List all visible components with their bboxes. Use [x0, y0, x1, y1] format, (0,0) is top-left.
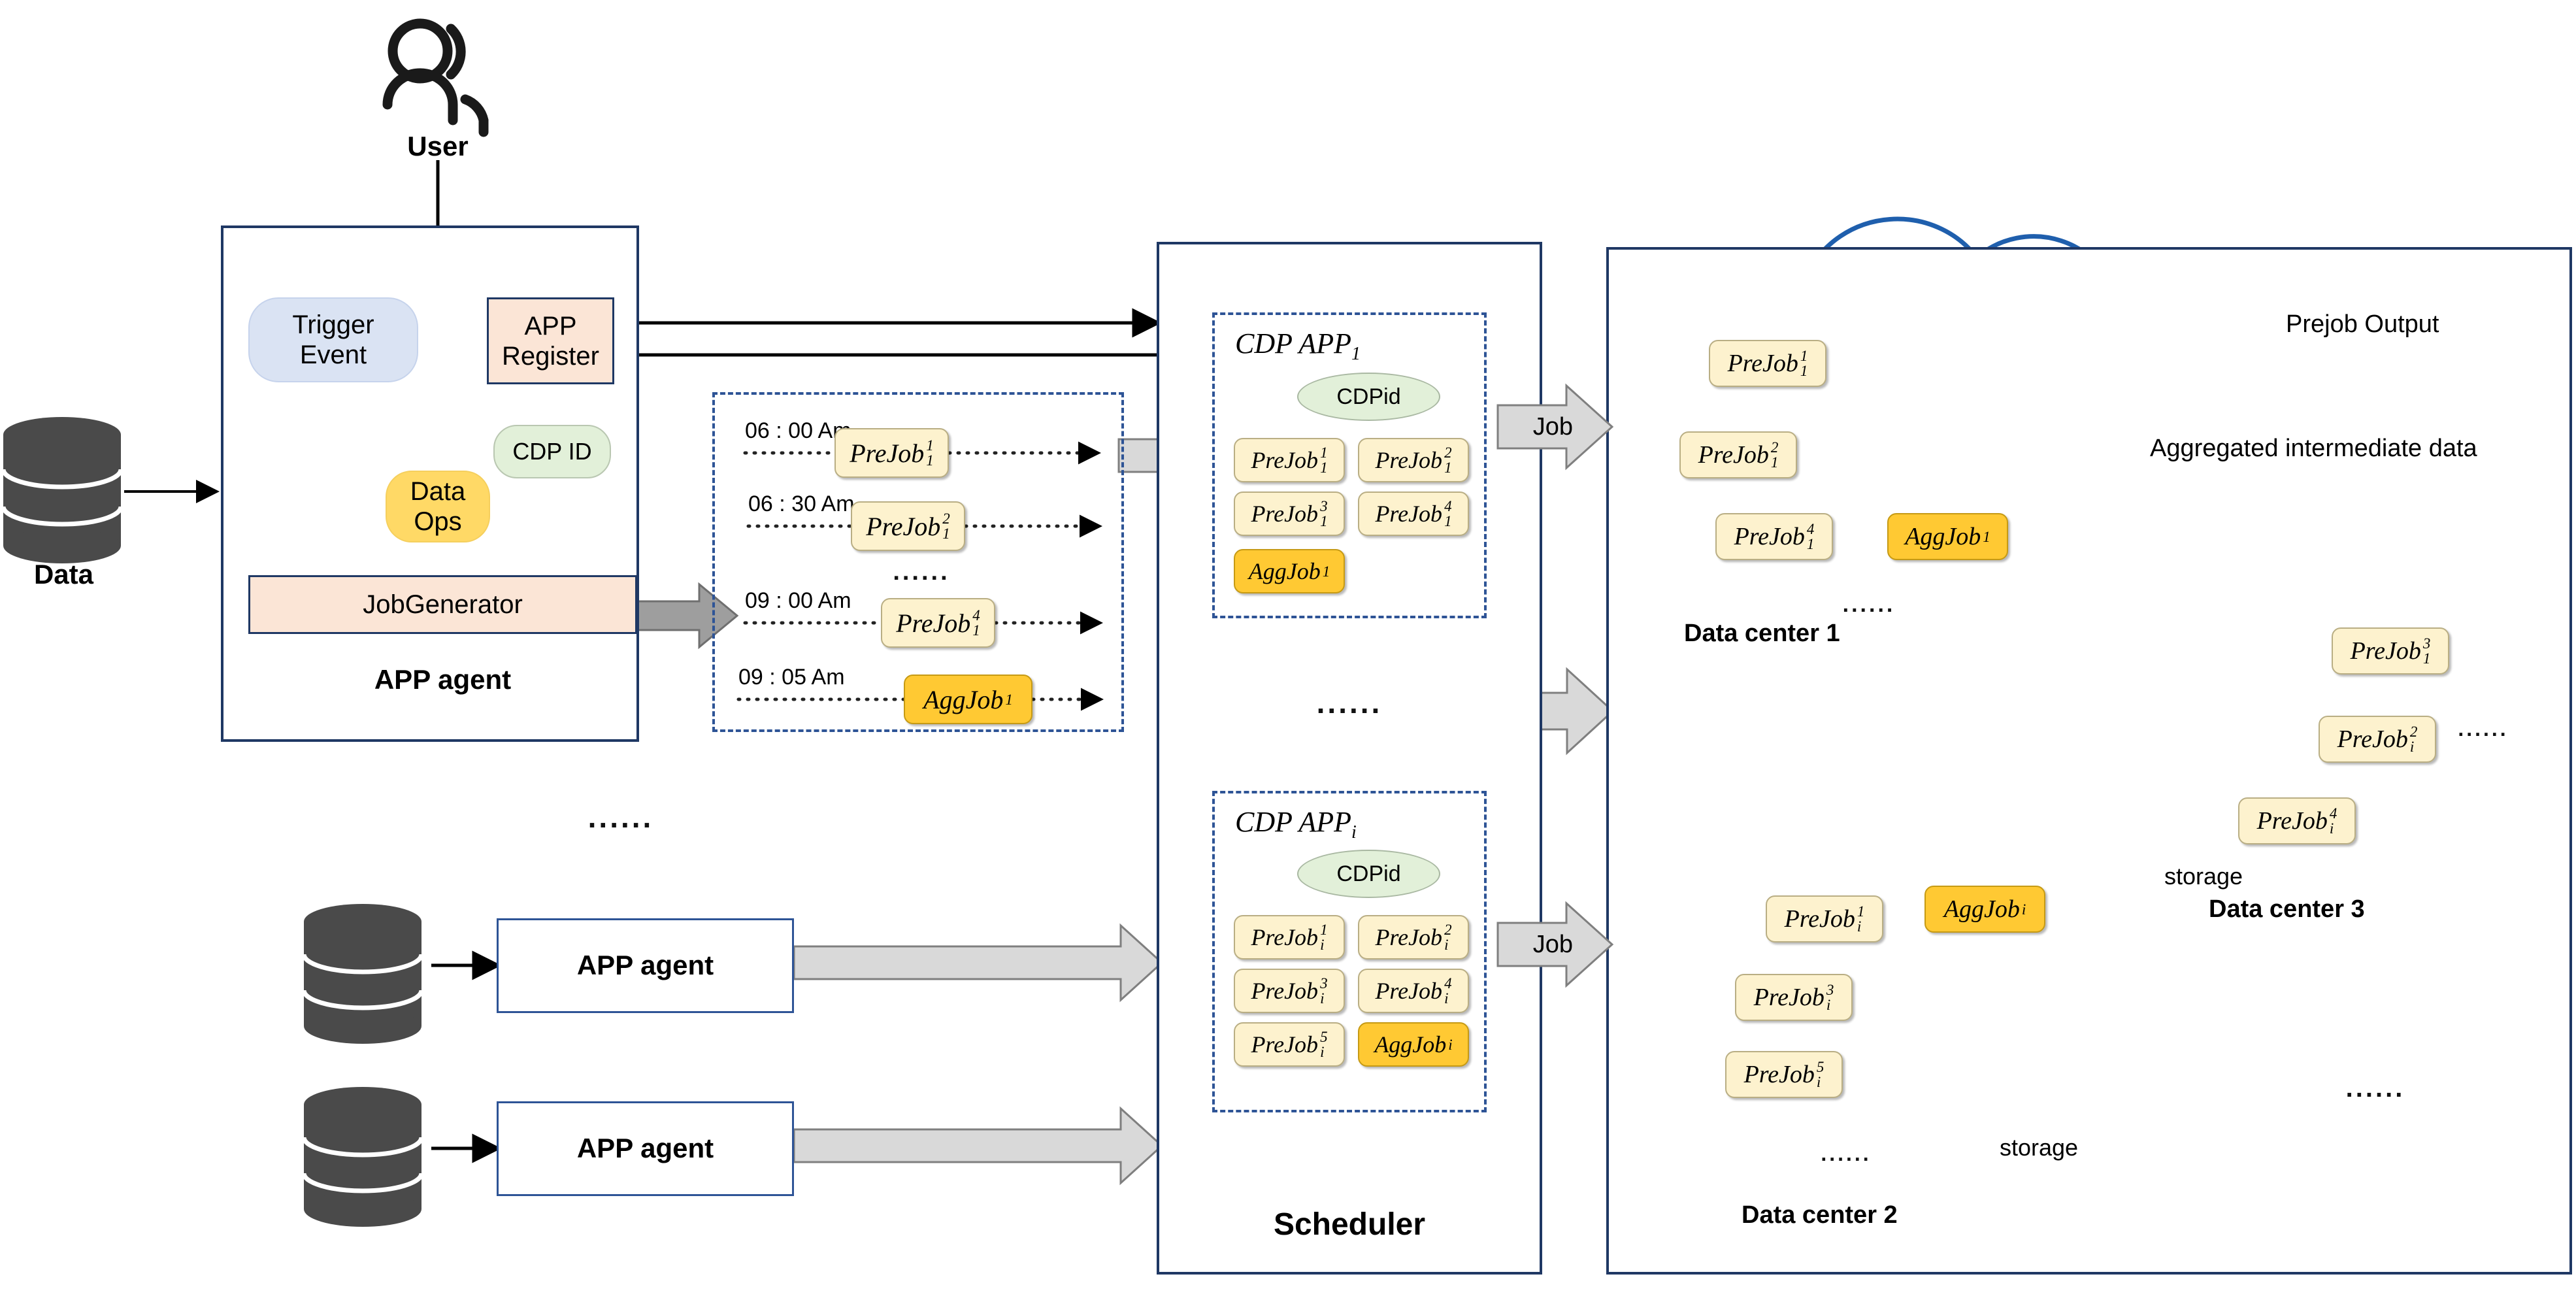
app-agent-box-2-label: APP agent: [576, 950, 714, 981]
left-ellipsis: ......: [587, 800, 654, 834]
gray-arrow-agent3: [793, 1106, 1164, 1186]
app-register-node[interactable]: APP Register: [487, 297, 614, 384]
legend-aggregated-label: Aggregated intermediate data: [2150, 435, 2477, 462]
job-arrow-bottom: Job: [1496, 901, 1621, 988]
gray-arrow-agent2: [793, 923, 1164, 1003]
user-icon: [382, 18, 489, 137]
legend-prejob-output-label: Prejob Output: [2286, 310, 2439, 338]
timeline-panel: [712, 392, 1124, 732]
dc3-storage-label: storage: [2164, 863, 2243, 890]
job-generator-label: JobGenerator: [363, 590, 523, 619]
trigger-event-node[interactable]: Trigger Event: [248, 297, 418, 382]
clusters-right-ellipsis: ......: [2345, 1073, 2405, 1103]
timeline-ellipsis: ......: [893, 558, 950, 586]
dc2-storage-label: storage: [2000, 1134, 2079, 1161]
timeline-time-1: 06 : 30 Am: [748, 492, 855, 516]
dc2-label: Data center 2: [1742, 1201, 1898, 1229]
cdp-app-1-cdpid[interactable]: CDPid: [1297, 373, 1440, 421]
job-arrow-bottom-label: Job: [1532, 930, 1574, 958]
dc1-ellipsis: ......: [1842, 592, 1896, 617]
trigger-event-label-line2: Event: [299, 341, 367, 369]
cdp-app-i-cdpid[interactable]: CDPid: [1297, 850, 1440, 898]
data-cylinder-icon: [1, 417, 124, 563]
cdp-id-label: CDP ID: [512, 438, 592, 465]
scheduler-title: Scheduler: [1273, 1207, 1426, 1242]
user-label: User: [407, 131, 469, 161]
job-generator-node[interactable]: JobGenerator: [248, 575, 637, 634]
cdp-id-node[interactable]: CDP ID: [493, 425, 611, 478]
app-agent-box-2[interactable]: APP agent: [497, 918, 794, 1013]
cdp-app-1-panel: [1212, 312, 1487, 618]
timeline-time-2: 09 : 00 Am: [745, 588, 851, 613]
gray-arrow-jobgen-to-timeline: [636, 582, 739, 650]
cdp-app-i-title: CDP APPi: [1235, 806, 1357, 842]
dc3-label: Data center 3: [2209, 895, 2365, 923]
cdp-app-1-title: CDP APP1: [1235, 327, 1361, 364]
app-agent-box-3-label: APP agent: [576, 1133, 714, 1164]
data-ops-label-line2: Ops: [414, 507, 462, 536]
dc2-ellipsis: ......: [1821, 1141, 1872, 1165]
app-agent-title: APP agent: [374, 664, 512, 695]
app-register-label-line2: Register: [502, 341, 599, 371]
timeline-time-3: 09 : 05 Am: [738, 665, 845, 690]
dc1-label: Data center 1: [1684, 620, 1840, 647]
app-agent-box-3[interactable]: APP agent: [497, 1101, 794, 1196]
data-label: Data: [33, 559, 94, 590]
data-ops-node[interactable]: Data Ops: [386, 471, 490, 542]
data-cylinder-icon-3: [301, 1087, 424, 1227]
trigger-event-label-line1: Trigger: [292, 310, 374, 339]
dc3-ellipsis: ......: [2458, 716, 2509, 741]
data-ops-label-line1: Data: [410, 477, 466, 506]
data-cylinder-icon-2: [301, 904, 424, 1044]
cdp-app-i-panel: [1212, 791, 1487, 1112]
job-arrow-top-label: Job: [1532, 412, 1574, 441]
scheduler-ellipsis: ......: [1316, 686, 1383, 720]
app-register-label-line1: APP: [524, 311, 577, 341]
job-arrow-top: Job: [1496, 383, 1621, 471]
timeline-time-0: 06 : 00 Am: [745, 418, 851, 443]
